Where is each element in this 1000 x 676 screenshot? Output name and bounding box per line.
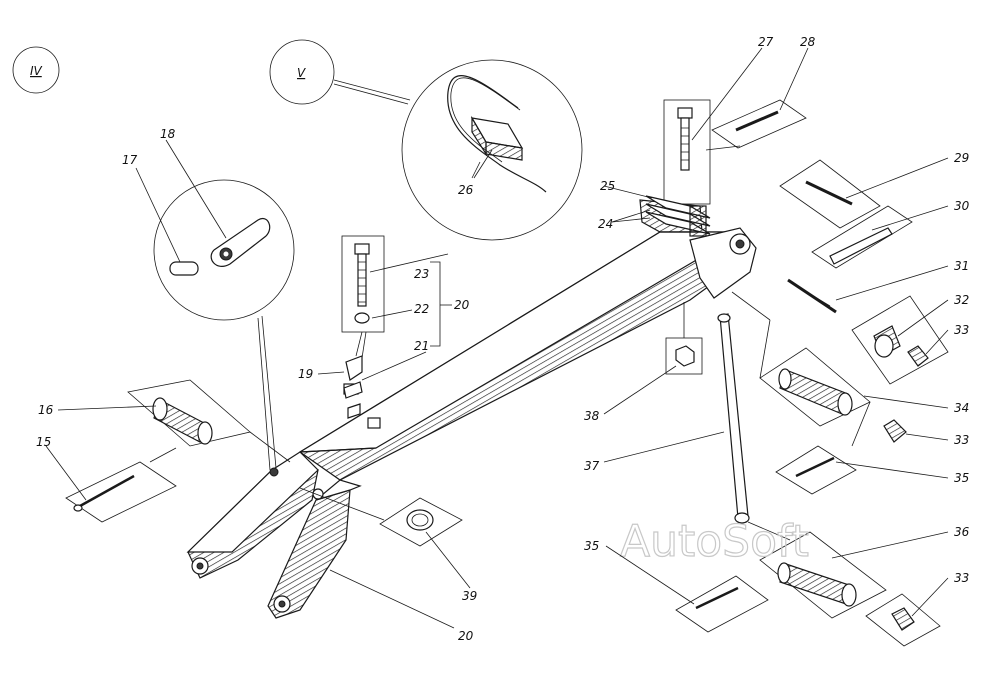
detail-v-seal [401,59,583,241]
label-26: 26 [458,183,474,197]
label-28: 28 [800,35,816,49]
label-22: 22 [414,302,429,316]
seal-part-26 [470,115,524,161]
label-33-c: 33 [954,571,969,585]
view-iv-label: IV [30,64,43,78]
washer-22 [354,312,370,324]
view-v-label: V [297,66,306,80]
view-v-marker: V [269,39,411,105]
label-33-a: 33 [954,323,969,337]
bolt-23 [354,243,370,307]
ring-39 [299,487,463,547]
fitting-32 [851,295,949,385]
label-36: 36 [954,525,970,539]
label-29: 29 [954,151,969,165]
label-20-bottom: 20 [458,629,474,643]
label-23: 23 [414,267,429,281]
callout-numbers: 15 16 17 18 19 20 21 22 23 24 25 26 27 2… [36,35,970,643]
pin-30 [811,205,913,269]
pin-28 [705,99,807,151]
cotter-pin-15 [65,461,177,523]
label-34: 34 [954,401,969,415]
lever-18 [210,218,271,267]
label-38: 38 [584,409,600,423]
bolt-27 [663,99,711,205]
label-33-b: 33 [954,433,969,447]
watermark: AutoSoft [620,516,809,567]
tie-rod-37 [717,313,750,524]
label-25: 25 [600,179,615,193]
label-31: 31 [954,259,969,273]
label-17: 17 [122,153,138,167]
label-39: 39 [462,589,477,603]
label-15: 15 [36,435,51,449]
bolt-group-20 [341,235,452,419]
label-30: 30 [954,199,970,213]
view-iv-marker: IV [12,46,60,94]
bushing-34 [759,347,871,427]
label-37: 37 [584,459,600,473]
label-27: 27 [758,35,774,49]
frame-20 [186,199,757,619]
pin-35a [775,445,857,495]
rod-31 [787,278,837,314]
bushing-36 [759,531,887,619]
label-19: 19 [298,367,313,381]
label-16: 16 [38,403,54,417]
pin-35b [675,575,769,633]
callout-leaders [45,47,949,629]
bushing-16-body [152,397,213,445]
nipple-33a [907,345,929,367]
nipple-33c [865,593,941,647]
label-35-a: 35 [954,471,969,485]
label-35-b: 35 [584,539,599,553]
label-24: 24 [598,217,613,231]
label-18: 18 [160,127,176,141]
nipple-33b [883,419,907,443]
pin-29 [779,159,881,229]
shims-24-25 [645,195,711,237]
pin-17 [169,261,199,276]
label-32: 32 [954,293,969,307]
nut-38 [665,302,703,375]
bushing-16 [127,379,251,447]
plate-21 [343,355,363,419]
label-20-top: 20 [454,298,470,312]
detail-iv-circle [135,139,295,471]
label-21: 21 [414,339,429,353]
